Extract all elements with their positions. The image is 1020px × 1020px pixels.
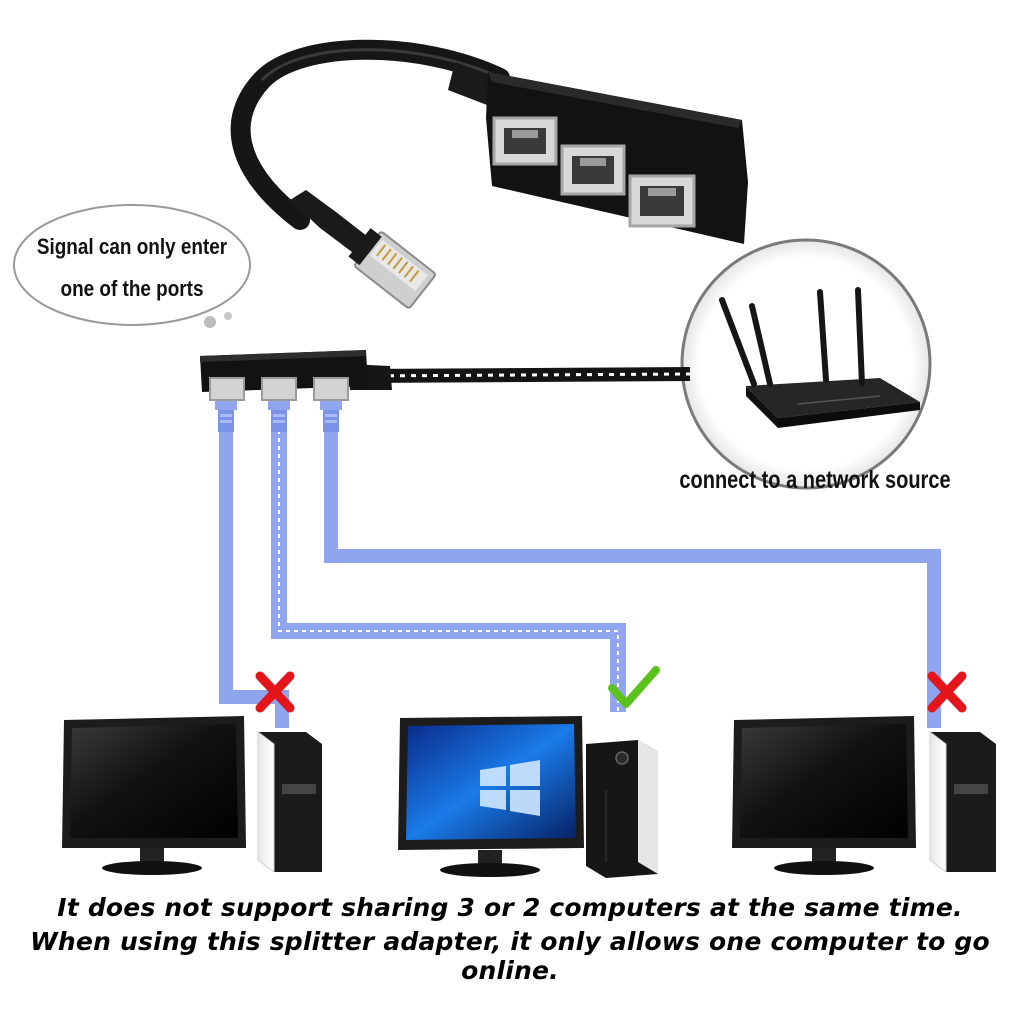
cable-to-center-computer (271, 430, 626, 712)
middle-port-3 (313, 377, 349, 401)
middle-splitter-ports (209, 377, 349, 401)
right-computer (732, 716, 996, 875)
windows-logo-icon (480, 760, 540, 816)
network-source-label: connect to a network source (679, 466, 951, 494)
top-strain-relief (290, 190, 372, 258)
middle-port-1 (209, 377, 245, 401)
top-splitter-ports (492, 116, 696, 228)
top-port-3 (628, 174, 696, 228)
middle-port-2 (261, 377, 297, 401)
right-screen (740, 724, 908, 838)
center-monitor (398, 716, 584, 877)
left-computer (62, 716, 322, 875)
router-icon (719, 287, 920, 428)
center-tower (586, 740, 658, 878)
thought-bubble (13, 204, 251, 328)
network-cable (348, 364, 691, 390)
top-rj45-plug (348, 228, 436, 309)
center-computer (398, 716, 658, 878)
cable-to-right-computer (324, 430, 941, 728)
top-port-2 (560, 144, 626, 196)
middle-splitter (200, 350, 368, 401)
center-status-green-check-icon (608, 666, 660, 708)
right-tower (929, 731, 996, 873)
bubble-text-line-2: one of the ports (60, 276, 204, 301)
top-splitter (230, 39, 748, 309)
caption-line-2: When using this splitter adapter, it onl… (30, 927, 990, 985)
caption-line-1: It does not support sharing 3 or 2 compu… (57, 893, 963, 922)
left-tower (257, 731, 322, 873)
cable-to-left-computer (219, 430, 289, 728)
right-monitor (732, 716, 916, 875)
router-inset (680, 238, 932, 490)
bubble-text-line-1: Signal can only enter (36, 234, 228, 259)
left-status-red-x-icon (255, 671, 295, 713)
left-monitor (62, 716, 246, 875)
right-status-red-x-icon (927, 671, 967, 713)
left-screen (70, 724, 238, 838)
router-circle-frame (680, 238, 932, 490)
top-port-1 (492, 116, 558, 166)
